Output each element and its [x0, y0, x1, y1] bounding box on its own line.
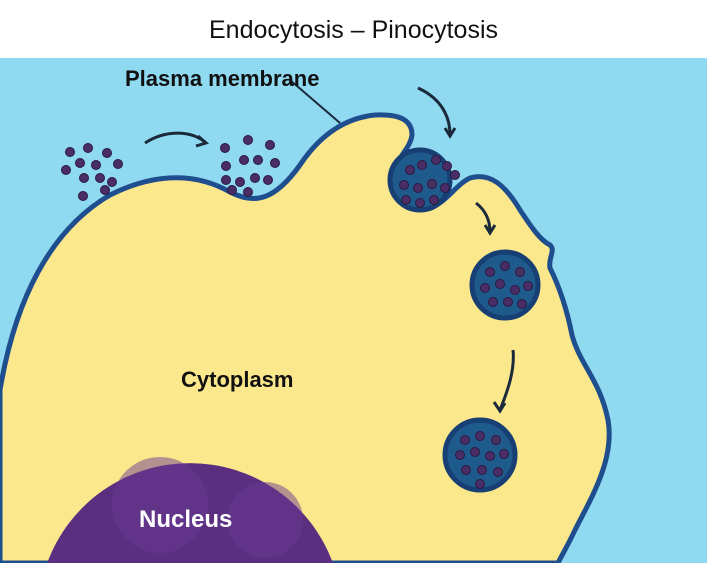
solute-particle: [413, 183, 423, 193]
arrow-vesicle-forming: [475, 201, 492, 233]
solute-particle: [102, 148, 112, 158]
arrow-head: [195, 134, 210, 148]
cytoplasm-label: Cytoplasm: [181, 367, 293, 392]
solute-particle: [100, 185, 110, 195]
solute-particle: [440, 183, 450, 193]
solute-particle: [503, 297, 513, 307]
solute-particle: [500, 261, 510, 271]
arrow-invagination: [417, 86, 452, 136]
solute-particle: [79, 173, 89, 183]
solute-particle: [227, 185, 237, 195]
solute-particle: [113, 159, 123, 169]
solute-particle: [253, 155, 263, 165]
solute-particle: [95, 173, 105, 183]
solute-particle: [243, 187, 253, 197]
solute-particle: [91, 160, 101, 170]
solute-particle: [399, 180, 409, 190]
solute-particle: [250, 173, 260, 183]
solute-particle: [220, 143, 230, 153]
solute-particle: [61, 165, 71, 175]
solute-particle: [221, 161, 231, 171]
solute-particle: [485, 451, 495, 461]
solute-particle: [493, 467, 503, 477]
solute-particle: [263, 175, 273, 185]
solute-particle: [517, 299, 527, 309]
solute-particle: [107, 177, 117, 187]
solute-particle: [499, 449, 509, 459]
solute-particle: [455, 450, 465, 460]
solute-particle: [488, 297, 498, 307]
plasma-membrane-pointer: [289, 79, 341, 124]
solute-particle: [243, 135, 253, 145]
solute-particle: [475, 431, 485, 441]
solute-particle: [515, 267, 525, 277]
solute-particle: [523, 281, 533, 291]
solute-particle: [460, 435, 470, 445]
solute-particle: [477, 465, 487, 475]
solute-particle: [235, 177, 245, 187]
nucleus-label: Nucleus: [139, 506, 232, 533]
arrow-head: [443, 127, 457, 139]
nucleus-texture: [112, 457, 208, 553]
plasma-membrane-label: Plasma membrane: [125, 66, 319, 91]
solute-particle: [510, 285, 520, 295]
vesicle-forming: [387, 147, 453, 213]
solute-particle: [265, 140, 275, 150]
arrows: [144, 79, 515, 414]
solute-particle: [442, 161, 452, 171]
solute-particle: [429, 195, 439, 205]
solute-particle: [475, 479, 485, 489]
solute-particle: [470, 447, 480, 457]
solute-particle: [75, 158, 85, 168]
solute-particle: [221, 175, 231, 185]
solute-particle: [83, 143, 93, 153]
arrow-vesicle-release: [498, 349, 515, 411]
solute-particle: [239, 155, 249, 165]
solute-particle: [450, 170, 460, 180]
solute-particle: [401, 195, 411, 205]
solute-particle: [461, 465, 471, 475]
solute-particle: [78, 191, 88, 201]
solute-particle: [405, 165, 415, 175]
nucleus-texture: [227, 482, 303, 558]
solute-particle: [427, 179, 437, 189]
solute-particle: [485, 267, 495, 277]
solute-particle: [415, 198, 425, 208]
solute-particle: [270, 158, 280, 168]
solute-particle: [65, 147, 75, 157]
arrow-head: [492, 401, 507, 414]
solute-particle: [480, 283, 490, 293]
solute-particle: [495, 279, 505, 289]
solute-particle: [417, 160, 427, 170]
arrow-head: [483, 224, 497, 236]
diagram-title: Endocytosis – Pinocytosis: [0, 0, 707, 58]
solute-particle: [431, 155, 441, 165]
solute-particle: [491, 435, 501, 445]
